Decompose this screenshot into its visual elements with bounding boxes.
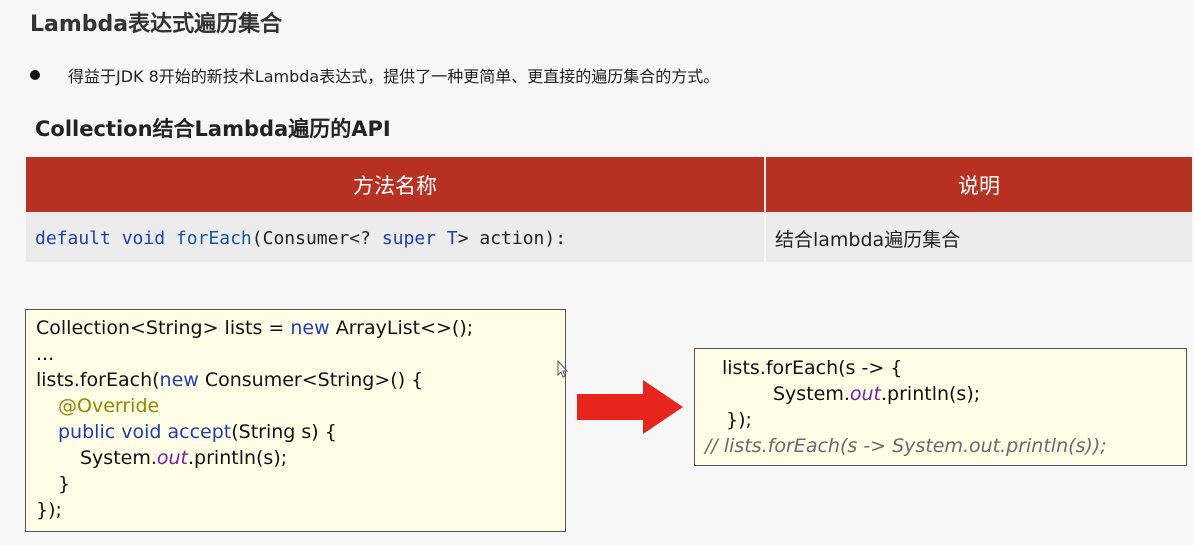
api-table: 方法名称 说明 default void forEach(Consumer<? … [26,157,1192,262]
code-field: out [849,383,882,405]
table-header-row: 方法名称 说明 [26,157,1192,213]
code-line: }); [36,497,565,523]
bullet-point: 得益于JDK 8开始的新技术Lambda表达式，提供了一种更简单、更直接的遍历集… [30,63,719,87]
code-annotation: @Override [58,395,160,417]
code-text: (String s) { [231,421,337,443]
code-line: public void accept(String s) { [36,419,565,445]
header-method-name: 方法名称 [26,157,766,213]
code-keyword: public [58,421,116,443]
method-signature-cell: default void forEach(Consumer<? super T>… [26,212,766,262]
code-text: .println(s); [188,447,288,469]
code-line: System.out.println(s); [36,445,565,471]
anonymous-class-code-block: Collection<String> lists = new ArrayList… [25,309,566,532]
lambda-code-block: lists.forEach(s -> { System.out.println(… [694,348,1187,466]
code-text: }); [726,409,752,431]
sig-keyword-default: default [35,227,111,249]
method-description: 结合lambda遍历集合 [765,212,1192,262]
section-subtitle: Collection结合Lambda遍历的API [35,117,391,141]
code-method-name: accept [167,421,232,443]
method-signature: default void forEach(Consumer<? super T>… [35,228,566,249]
code-keyword: new [159,369,199,391]
header-description: 说明 [765,157,1192,213]
code-text: System. [80,447,157,469]
sig-rest: > action): [457,227,567,249]
code-text: ArrayList<>(); [329,317,474,339]
code-line: // lists.forEach(s -> System.out.println… [705,433,1186,459]
code-line: lists.forEach(s -> { [705,355,1186,381]
table-row: default void forEach(Consumer<? super T>… [26,212,1192,262]
code-text: System. [773,383,850,405]
bullet-text: 得益于JDK 8开始的新技术Lambda表达式，提供了一种更简单、更直接的遍历集… [68,67,720,86]
code-text: lists.forEach( [36,369,160,391]
code-text: }); [36,499,62,521]
text-cursor-icon [557,360,568,378]
code-comment: // lists.forEach(s -> System.out.println… [705,435,1107,457]
code-text: ... [36,343,55,365]
code-text: lists.forEach(s -> { [722,357,903,379]
code-line: } [36,471,565,497]
code-line: ... [36,341,565,367]
code-line: lists.forEach(new Consumer<String>() { [36,367,565,393]
code-field: out [156,447,189,469]
code-keyword: void [121,421,162,443]
sig-keyword-super: super [381,227,436,249]
code-line: System.out.println(s); [705,381,1186,407]
sig-open: (Consumer<? [251,227,382,249]
sig-method-name: forEach [175,227,252,249]
code-line: Collection<String> lists = new ArrayList… [36,315,565,341]
page-title: Lambda表达式遍历集合 [30,12,283,37]
code-line: }); [705,407,1186,433]
code-text: Consumer<String>() { [198,369,424,391]
bullet-dot-icon [30,70,40,80]
code-text: } [58,473,71,495]
sig-keyword-void: void [121,227,166,249]
code-line: @Override [36,393,565,419]
right-arrow-icon [577,380,683,434]
code-text: .println(s); [881,383,981,405]
code-text: Collection<String> lists = [36,317,291,339]
sig-type-t: T [436,227,458,249]
code-keyword: new [290,317,330,339]
